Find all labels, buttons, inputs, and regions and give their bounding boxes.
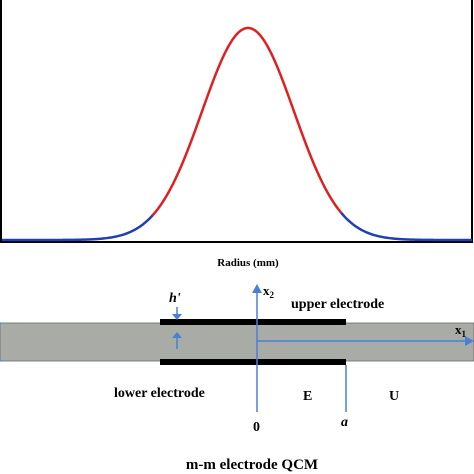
diagram-caption: m-m electrode QCM: [186, 457, 318, 473]
x2-axis-label: x2: [263, 283, 275, 300]
lower-electrode: [160, 359, 346, 365]
curve-tail-left: [1, 213, 155, 242]
thickness-arrow-head-top: [172, 314, 182, 320]
x-axis-label: Radius (mm): [217, 257, 279, 269]
upper-electrode-label: upper electrode: [291, 297, 384, 312]
x1-axis-label: x1: [455, 322, 467, 339]
quartz-plate: [0, 322, 474, 362]
qcm-diagram: h' x2 x1 upper electrode lower electrode…: [0, 283, 474, 473]
lower-electrode-label: lower electrode: [114, 386, 205, 401]
edge-label-a: a: [341, 415, 348, 430]
region-u-label: U: [389, 389, 399, 404]
x1-axis-arrowhead: [465, 336, 474, 346]
curve-tail-right: [340, 212, 473, 242]
thickness-label: h': [169, 291, 181, 306]
profile-plot: Radius (mm): [0, 0, 473, 269]
thickness-arrow-head-bottom: [172, 332, 182, 338]
upper-electrode: [160, 319, 346, 325]
curve-center: [151, 26, 344, 217]
x2-axis-arrowhead: [252, 284, 262, 293]
region-e-label: E: [303, 389, 312, 404]
origin-label: 0: [253, 420, 260, 435]
plot-frame: [0, 0, 473, 243]
